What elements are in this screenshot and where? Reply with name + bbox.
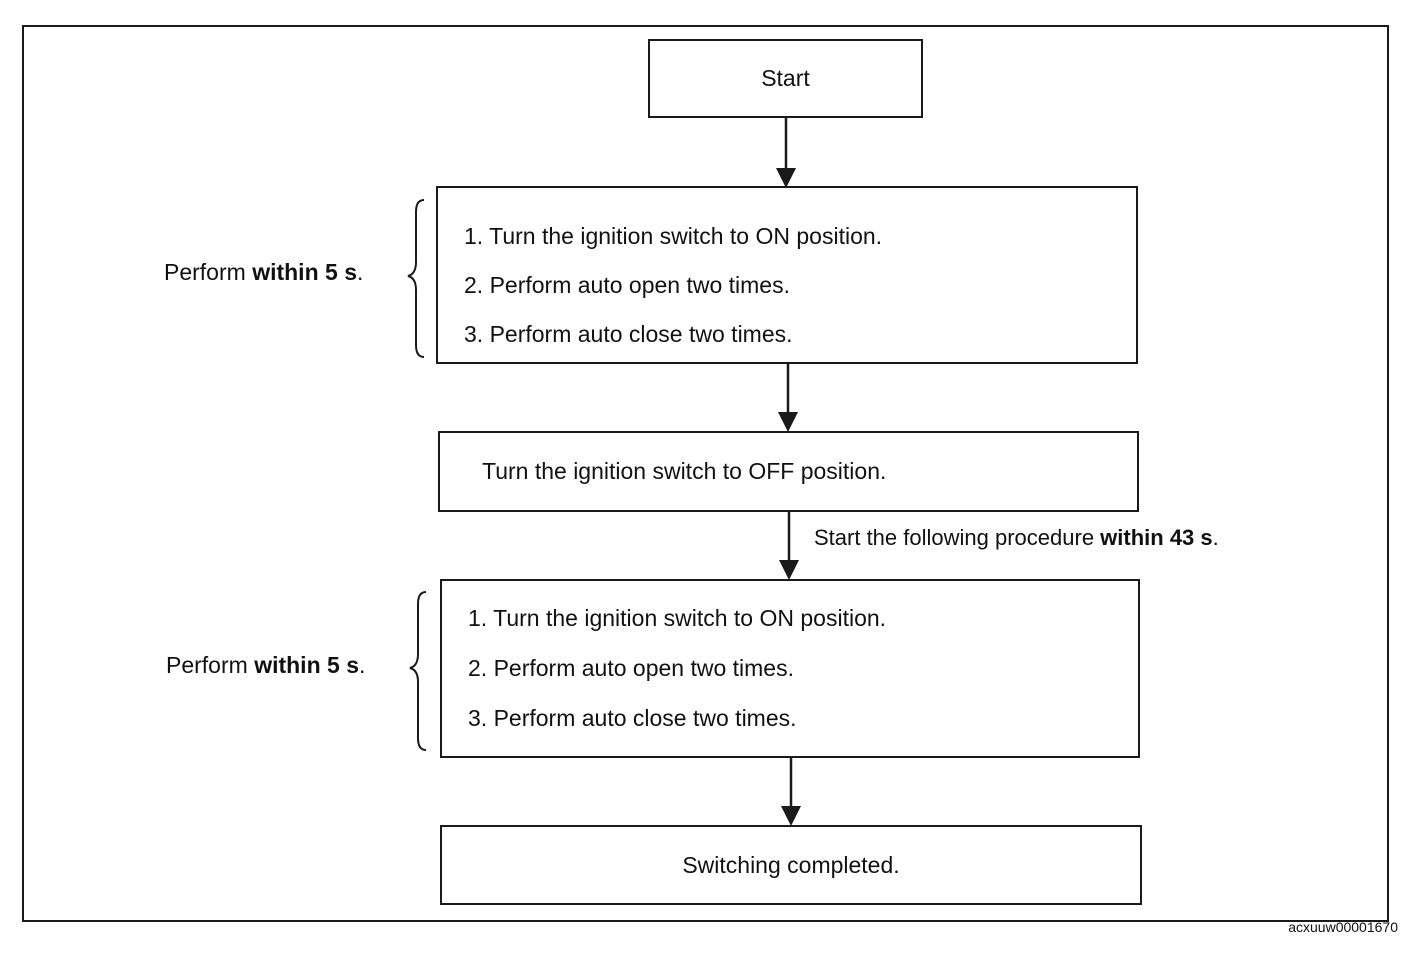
end-box: Switching completed.: [440, 825, 1142, 905]
group2-step-3: 3. Perform auto close two times.: [468, 705, 797, 731]
transition-note: Start the following procedure within 43 …: [814, 525, 1219, 551]
end-label: Switching completed.: [682, 851, 900, 878]
transition-prefix: Start the following procedure: [814, 525, 1101, 550]
group2-note-bold: within 5 s: [254, 652, 359, 678]
figure-id: acxuuw00001670: [1288, 919, 1398, 935]
group2-step-2: 2. Perform auto open two times.: [468, 655, 794, 681]
group1-step-2: 2. Perform auto open two times.: [464, 272, 790, 298]
group1-step-3: 3. Perform auto close two times.: [464, 321, 793, 347]
off-step-box: Turn the ignition switch to OFF position…: [438, 431, 1139, 512]
diagram-frame: [22, 25, 1389, 922]
group1-step-list: 1. Turn the ignition switch to ON positi…: [464, 212, 882, 359]
transition-bold: within 43 s: [1100, 525, 1213, 550]
group1-steps-box: 1. Turn the ignition switch to ON positi…: [436, 186, 1138, 364]
group1-step-1: 1. Turn the ignition switch to ON positi…: [464, 223, 883, 249]
group2-step-1: 1. Turn the ignition switch to ON positi…: [468, 605, 887, 631]
transition-suffix: .: [1212, 525, 1219, 550]
group2-step-list: 1. Turn the ignition switch to ON positi…: [468, 593, 886, 743]
group2-note-suffix: .: [358, 652, 366, 678]
group2-note-prefix: Perform: [166, 652, 255, 678]
group1-note-bold: within 5 s: [252, 259, 357, 285]
group1-note-suffix: .: [356, 259, 364, 285]
off-step-label: Turn the ignition switch to OFF position…: [482, 458, 887, 484]
start-label: Start: [761, 65, 810, 91]
group1-note-prefix: Perform: [164, 259, 253, 285]
start-box: Start: [648, 39, 923, 118]
group1-time-note: Perform within 5 s.: [164, 259, 363, 286]
group2-steps-box: 1. Turn the ignition switch to ON positi…: [440, 579, 1140, 758]
group2-time-note: Perform within 5 s.: [166, 652, 365, 679]
